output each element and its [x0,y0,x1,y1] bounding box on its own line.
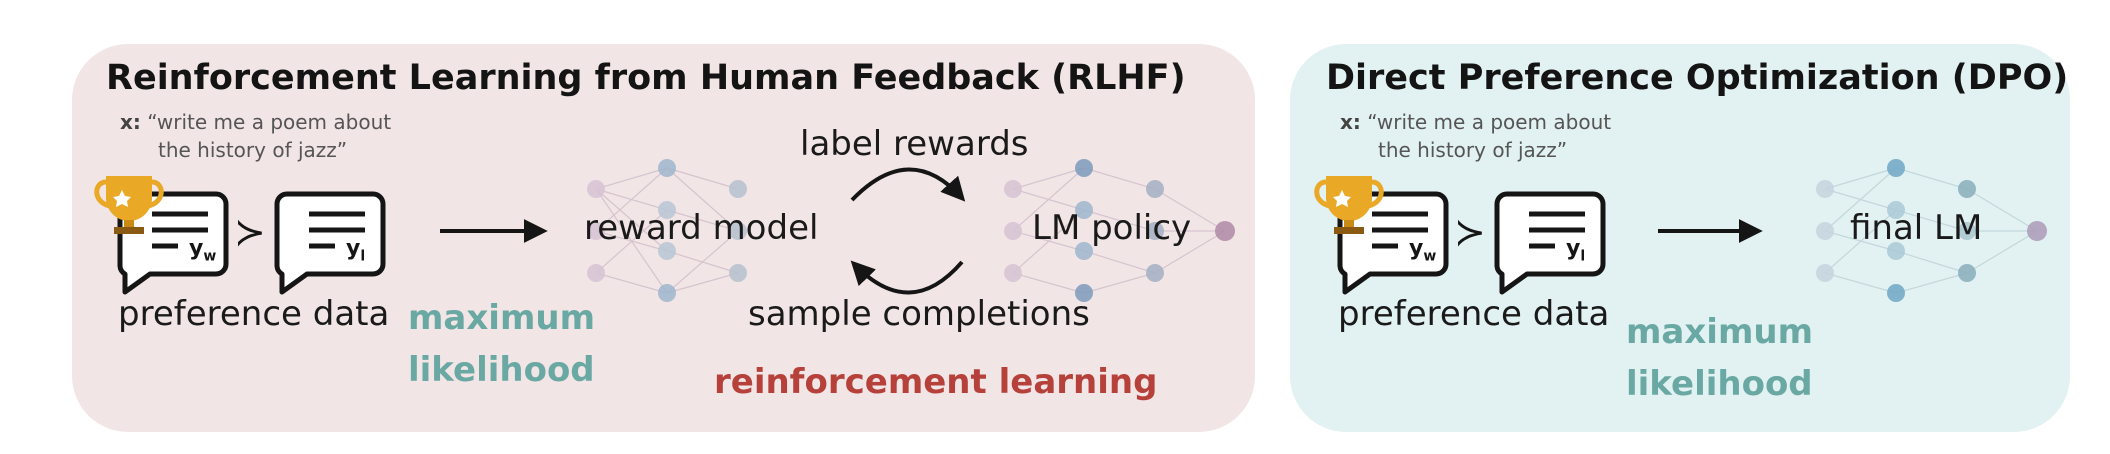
prompt-prefix: x: [120,110,141,134]
dpo-preference-symbol: ≻ [1454,210,1486,254]
sample-completions-label: sample completions [748,294,1090,334]
dpo-prompt-line-1: “write me a poem about [1367,110,1612,134]
dpo-loser-response-icon [1494,191,1606,295]
preference-symbol: ≻ [234,210,266,254]
dpo-title: Direct Preference Optimization (DPO) [1326,58,2069,98]
lm-policy-network [1004,159,1235,302]
rlhf-title: Reinforcement Learning from Human Feedba… [106,58,1186,98]
dpo-trophy-icon [1314,176,1384,234]
prompt-line-2: the history of jazz” [158,138,348,162]
dpo-prompt-line-2: the history of jazz” [1378,138,1568,162]
reward-model-label: reward model [584,208,819,248]
reward-model-network [587,159,747,302]
label-rewards-label: label rewards [800,124,1029,164]
winner-response-icon [117,191,229,295]
final-lm-label: final LM [1850,208,1983,248]
dpo-prompt: x: “write me a poem about the history of… [1340,108,1611,164]
trophy-icon [94,176,164,234]
rlhf-preference-label: preference data [118,294,390,334]
sample-completions-arrow [850,260,964,295]
prompt-line-1: “write me a poem about [147,110,392,134]
rlhf-prompt: x: “write me a poem about the history of… [120,108,391,164]
loser-label: yl [346,236,366,265]
label-rewards-arrow [850,167,966,202]
loser-response-icon [274,191,386,295]
dpo-winner-label: yw [1409,236,1437,265]
final-lm-network [1816,159,2047,302]
winner-label: yw [189,236,217,265]
dpo-preference-label: preference data [1338,294,1610,334]
lm-policy-label: LM policy [1032,208,1192,248]
rlhf-panel [72,44,1255,432]
dpo-prompt-prefix: x: [1340,110,1361,134]
rl-label: reinforcement learning [714,362,1158,402]
dpo-loser-label: yl [1566,236,1586,265]
